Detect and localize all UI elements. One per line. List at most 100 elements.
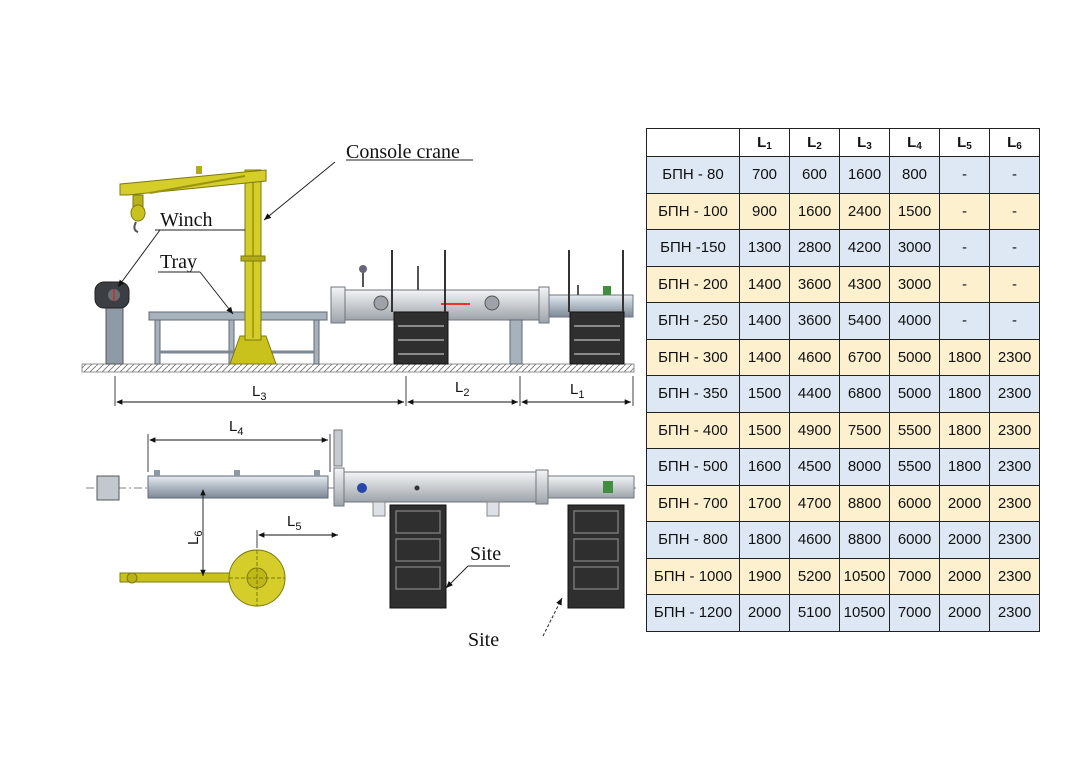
model-cell: БПН - 80 — [646, 156, 740, 194]
header-L3: L3 — [839, 128, 890, 157]
model-cell: БПН - 1200 — [646, 594, 740, 632]
ground — [81, 363, 635, 373]
value-cell-L1: 1500 — [739, 411, 790, 449]
value-cell-L4: 5500 — [889, 411, 940, 449]
tray-label: Tray — [160, 251, 197, 273]
model-cell: БПН -150 — [646, 229, 740, 267]
platform-plan-1 — [389, 504, 447, 609]
value-cell-L4: 1500 — [889, 192, 940, 230]
value-cell-L1: 1900 — [739, 557, 790, 595]
separator-vessel-side — [330, 265, 634, 365]
value-cell-L4: 3000 — [889, 229, 940, 267]
winch-label: Winch — [160, 209, 213, 231]
model-cell: БПН - 400 — [646, 411, 740, 449]
value-cell-L5: 2000 — [939, 484, 990, 522]
value-cell-L2: 4600 — [789, 521, 840, 559]
value-cell-L4: 7000 — [889, 557, 940, 595]
dimension-L5: L5 — [287, 513, 301, 533]
table-header-row: L1 L2 L3 L4 L5 L6 — [646, 128, 1040, 157]
crane-plan — [119, 549, 286, 607]
value-cell-L1: 900 — [739, 192, 790, 230]
value-cell-L5: 1800 — [939, 448, 990, 486]
value-cell-L6: - — [989, 192, 1040, 230]
value-cell-L1: 1400 — [739, 302, 790, 340]
separator-vessel-plan — [333, 429, 635, 517]
platform-side-1 — [391, 250, 449, 365]
value-cell-L6: 2300 — [989, 411, 1040, 449]
dimension-lines-side — [114, 376, 634, 406]
value-cell-L3: 8800 — [839, 484, 890, 522]
value-cell-L3: 7500 — [839, 411, 890, 449]
value-cell-L2: 5200 — [789, 557, 840, 595]
value-cell-L2: 4700 — [789, 484, 840, 522]
value-cell-L1: 1700 — [739, 484, 790, 522]
value-cell-L1: 2000 — [739, 594, 790, 632]
value-cell-L3: 6700 — [839, 338, 890, 376]
model-cell: БПН - 800 — [646, 521, 740, 559]
tray-plan — [147, 475, 329, 499]
plan-view — [86, 429, 636, 609]
model-cell: БПН - 1000 — [646, 557, 740, 595]
model-cell: БПН - 300 — [646, 338, 740, 376]
value-cell-L2: 3600 — [789, 265, 840, 303]
value-cell-L6: 2300 — [989, 375, 1040, 413]
value-cell-L5: 2000 — [939, 594, 990, 632]
header-L1: L1 — [739, 128, 790, 157]
model-cell: БПН - 200 — [646, 265, 740, 303]
value-cell-L3: 10500 — [839, 557, 890, 595]
value-cell-L3: 5400 — [839, 302, 890, 340]
value-cell-L3: 6800 — [839, 375, 890, 413]
model-cell: БПН - 100 — [646, 192, 740, 230]
value-cell-L4: 800 — [889, 156, 940, 194]
value-cell-L1: 1500 — [739, 375, 790, 413]
value-cell-L2: 4900 — [789, 411, 840, 449]
value-cell-L5: - — [939, 192, 990, 230]
value-cell-L1: 1800 — [739, 521, 790, 559]
header-L5: L5 — [939, 128, 990, 157]
value-cell-L4: 6000 — [889, 484, 940, 522]
model-cell: БПН - 350 — [646, 375, 740, 413]
value-cell-L6: 2300 — [989, 484, 1040, 522]
dimension-L3: L3 — [252, 383, 266, 403]
platform-side-2 — [568, 250, 625, 365]
header-L6: L6 — [989, 128, 1040, 157]
value-cell-L2: 2800 — [789, 229, 840, 267]
model-cell: БПН - 700 — [646, 484, 740, 522]
value-cell-L4: 4000 — [889, 302, 940, 340]
value-cell-L3: 4200 — [839, 229, 890, 267]
dimension-L2: L2 — [455, 379, 469, 399]
platform-plan-2 — [567, 504, 625, 609]
value-cell-L2: 5100 — [789, 594, 840, 632]
value-cell-L6: 2300 — [989, 338, 1040, 376]
value-cell-L3: 8000 — [839, 448, 890, 486]
value-cell-L6: - — [989, 229, 1040, 267]
value-cell-L3: 10500 — [839, 594, 890, 632]
value-cell-L2: 4600 — [789, 338, 840, 376]
side-view — [81, 166, 635, 406]
value-cell-L5: - — [939, 302, 990, 340]
value-cell-L4: 7000 — [889, 594, 940, 632]
value-cell-L2: 600 — [789, 156, 840, 194]
model-cell: БПН - 500 — [646, 448, 740, 486]
dimension-L6: L6 — [185, 531, 205, 545]
value-cell-L5: - — [939, 265, 990, 303]
console-crane-drawing — [119, 166, 277, 365]
value-cell-L4: 6000 — [889, 521, 940, 559]
value-cell-L3: 2400 — [839, 192, 890, 230]
value-cell-L5: - — [939, 156, 990, 194]
value-cell-L1: 1600 — [739, 448, 790, 486]
dimension-L1: L1 — [570, 381, 584, 401]
console-crane-label: Console crane — [346, 141, 460, 163]
